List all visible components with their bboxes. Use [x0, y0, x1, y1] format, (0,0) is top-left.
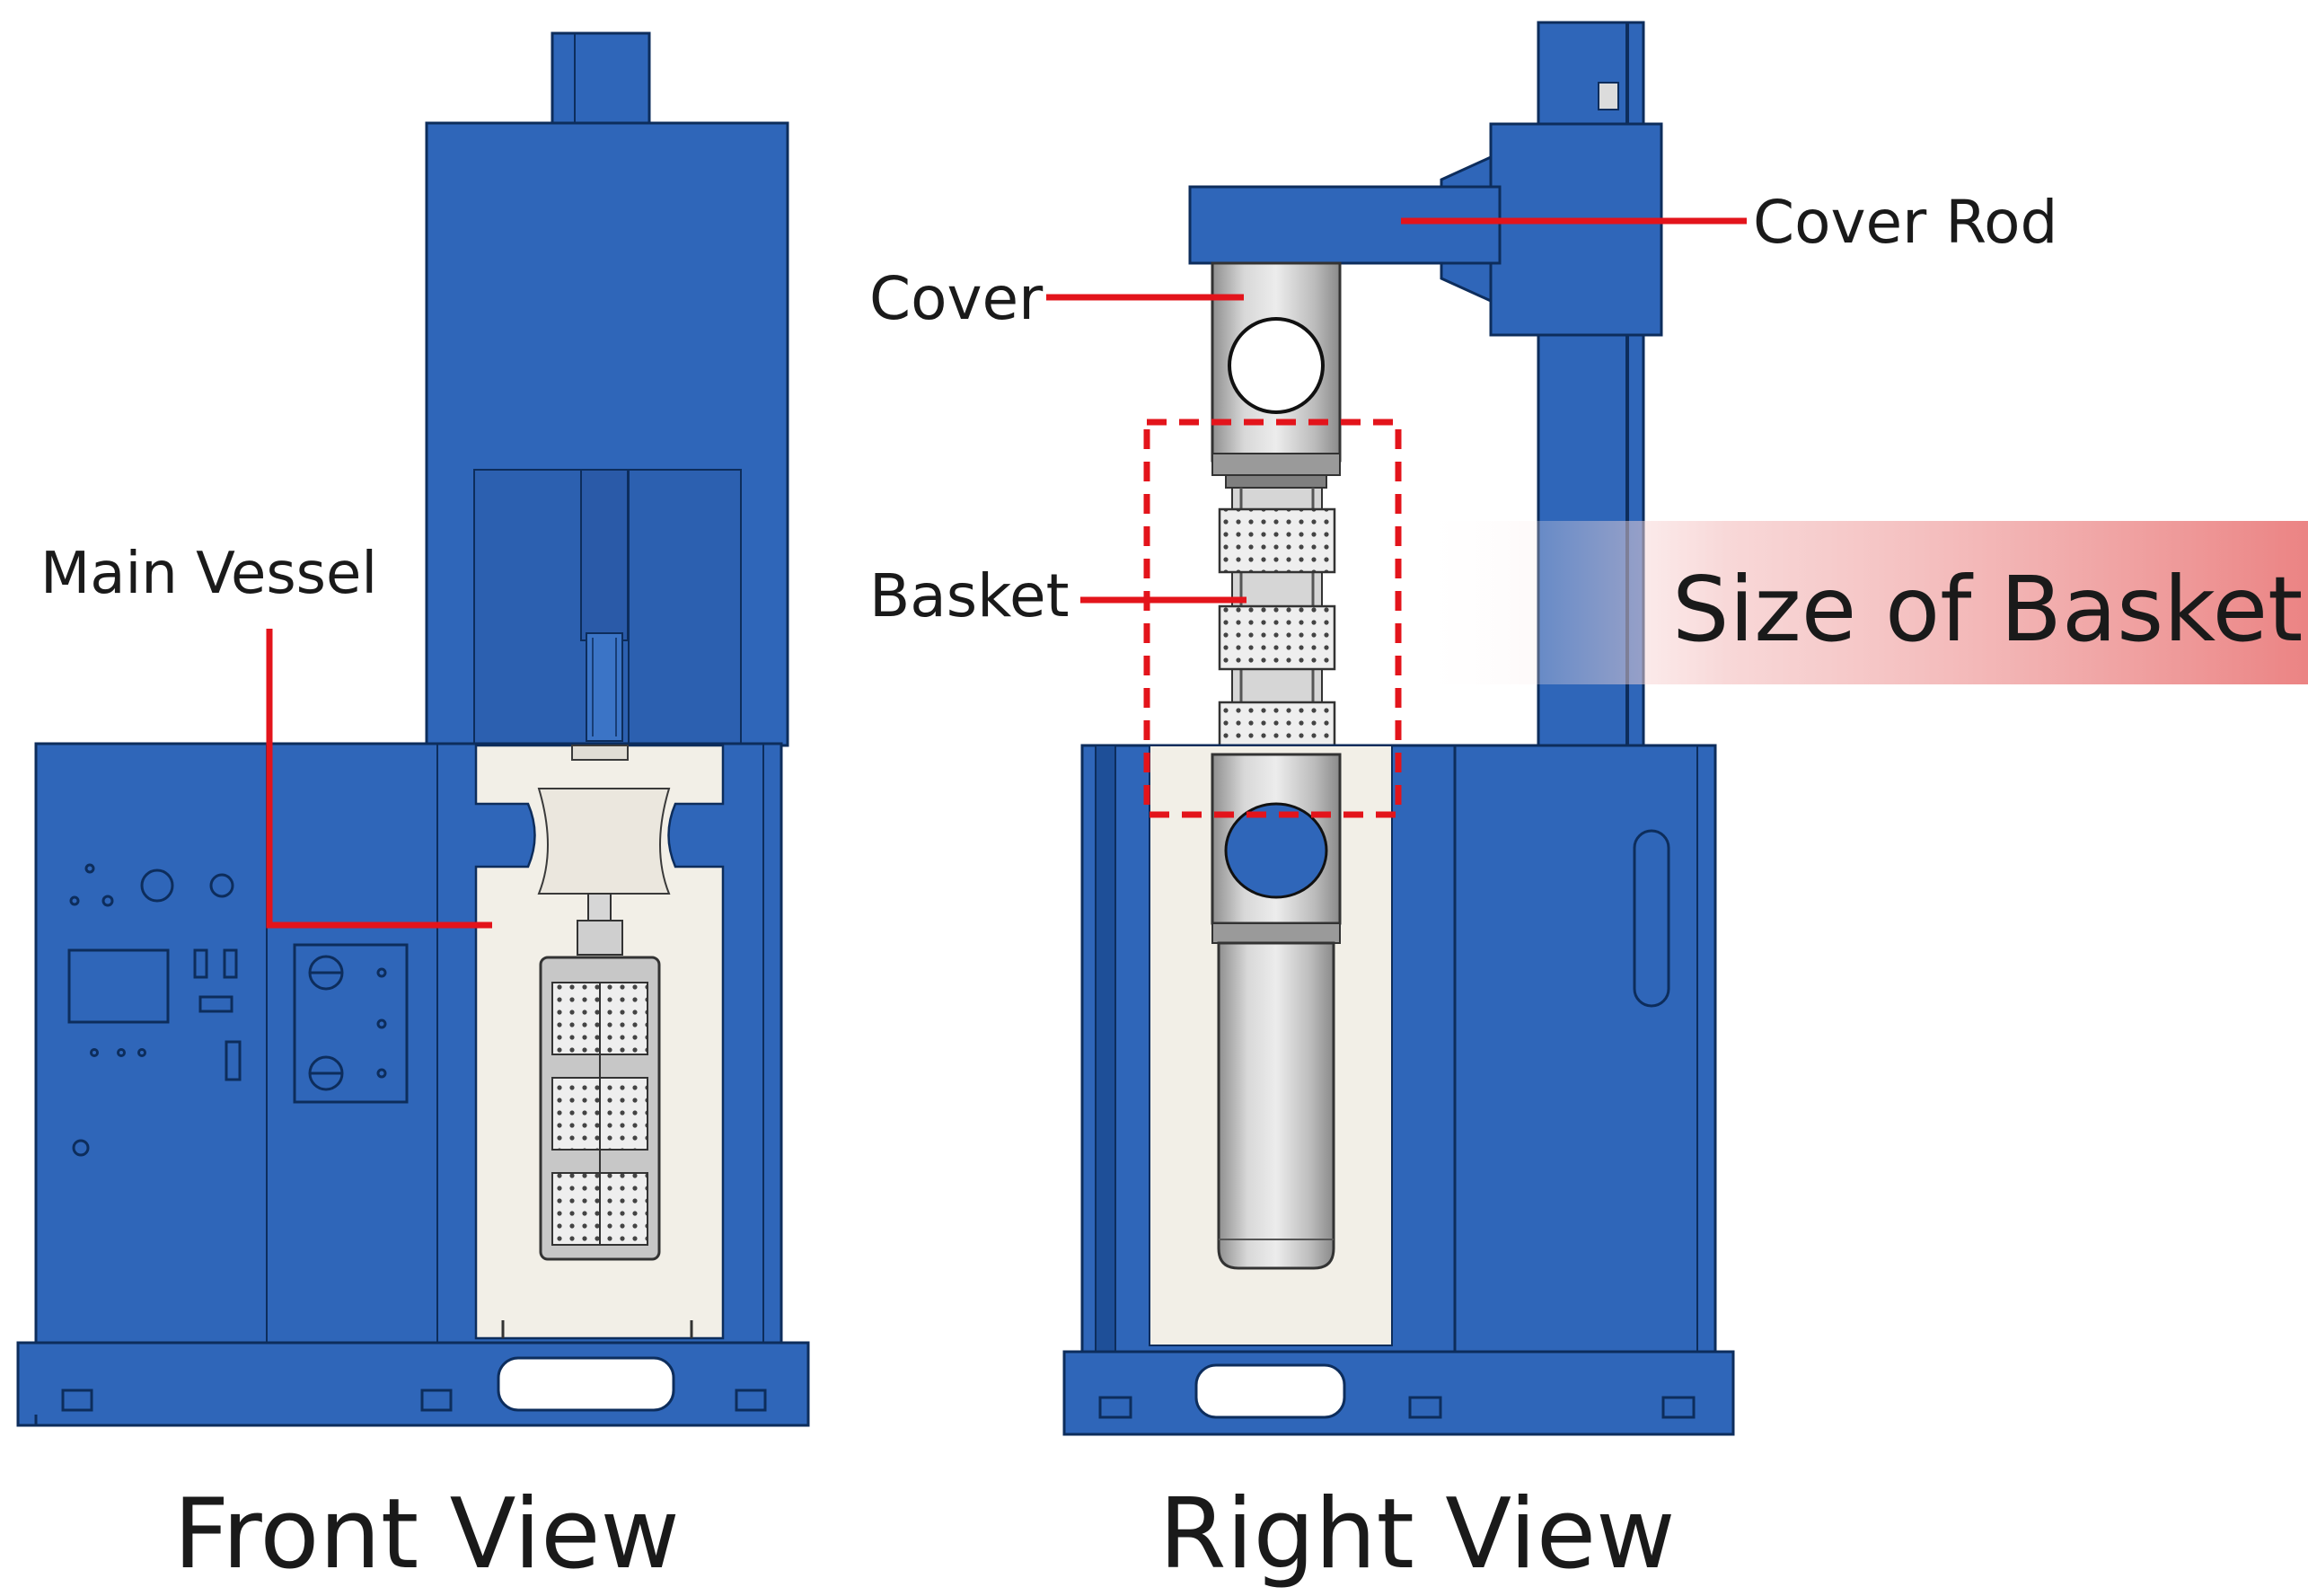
- size-of-basket-label: Size of Basket: [1672, 557, 2303, 662]
- cover-rod-callout: Cover Rod: [1401, 188, 2057, 257]
- cover-label: Cover: [869, 264, 1044, 333]
- main-vessel-label: Main Vessel: [40, 541, 377, 607]
- main-vessel-callout: Main Vessel: [40, 541, 492, 929]
- cover-callout: Cover: [869, 264, 1244, 333]
- front-control-panel: [67, 863, 409, 1157]
- size-of-basket-band: Size of Basket: [1414, 521, 2308, 684]
- cover-rod-arm: [1188, 185, 1502, 265]
- front-top-duct: [551, 31, 651, 127]
- right-view-title: Right View: [1158, 1478, 1675, 1591]
- right-basket: [1218, 487, 1336, 776]
- front-view-title: Front View: [173, 1478, 680, 1591]
- right-view-machine: [1062, 21, 1735, 1436]
- front-base-skid: [16, 1341, 810, 1427]
- basket-callout: Basket: [869, 561, 1246, 630]
- basket-label: Basket: [869, 561, 1069, 630]
- right-base-skid: [1062, 1350, 1735, 1436]
- front-view-machine: [16, 31, 810, 1427]
- cover-rod-label: Cover Rod: [1753, 188, 2057, 257]
